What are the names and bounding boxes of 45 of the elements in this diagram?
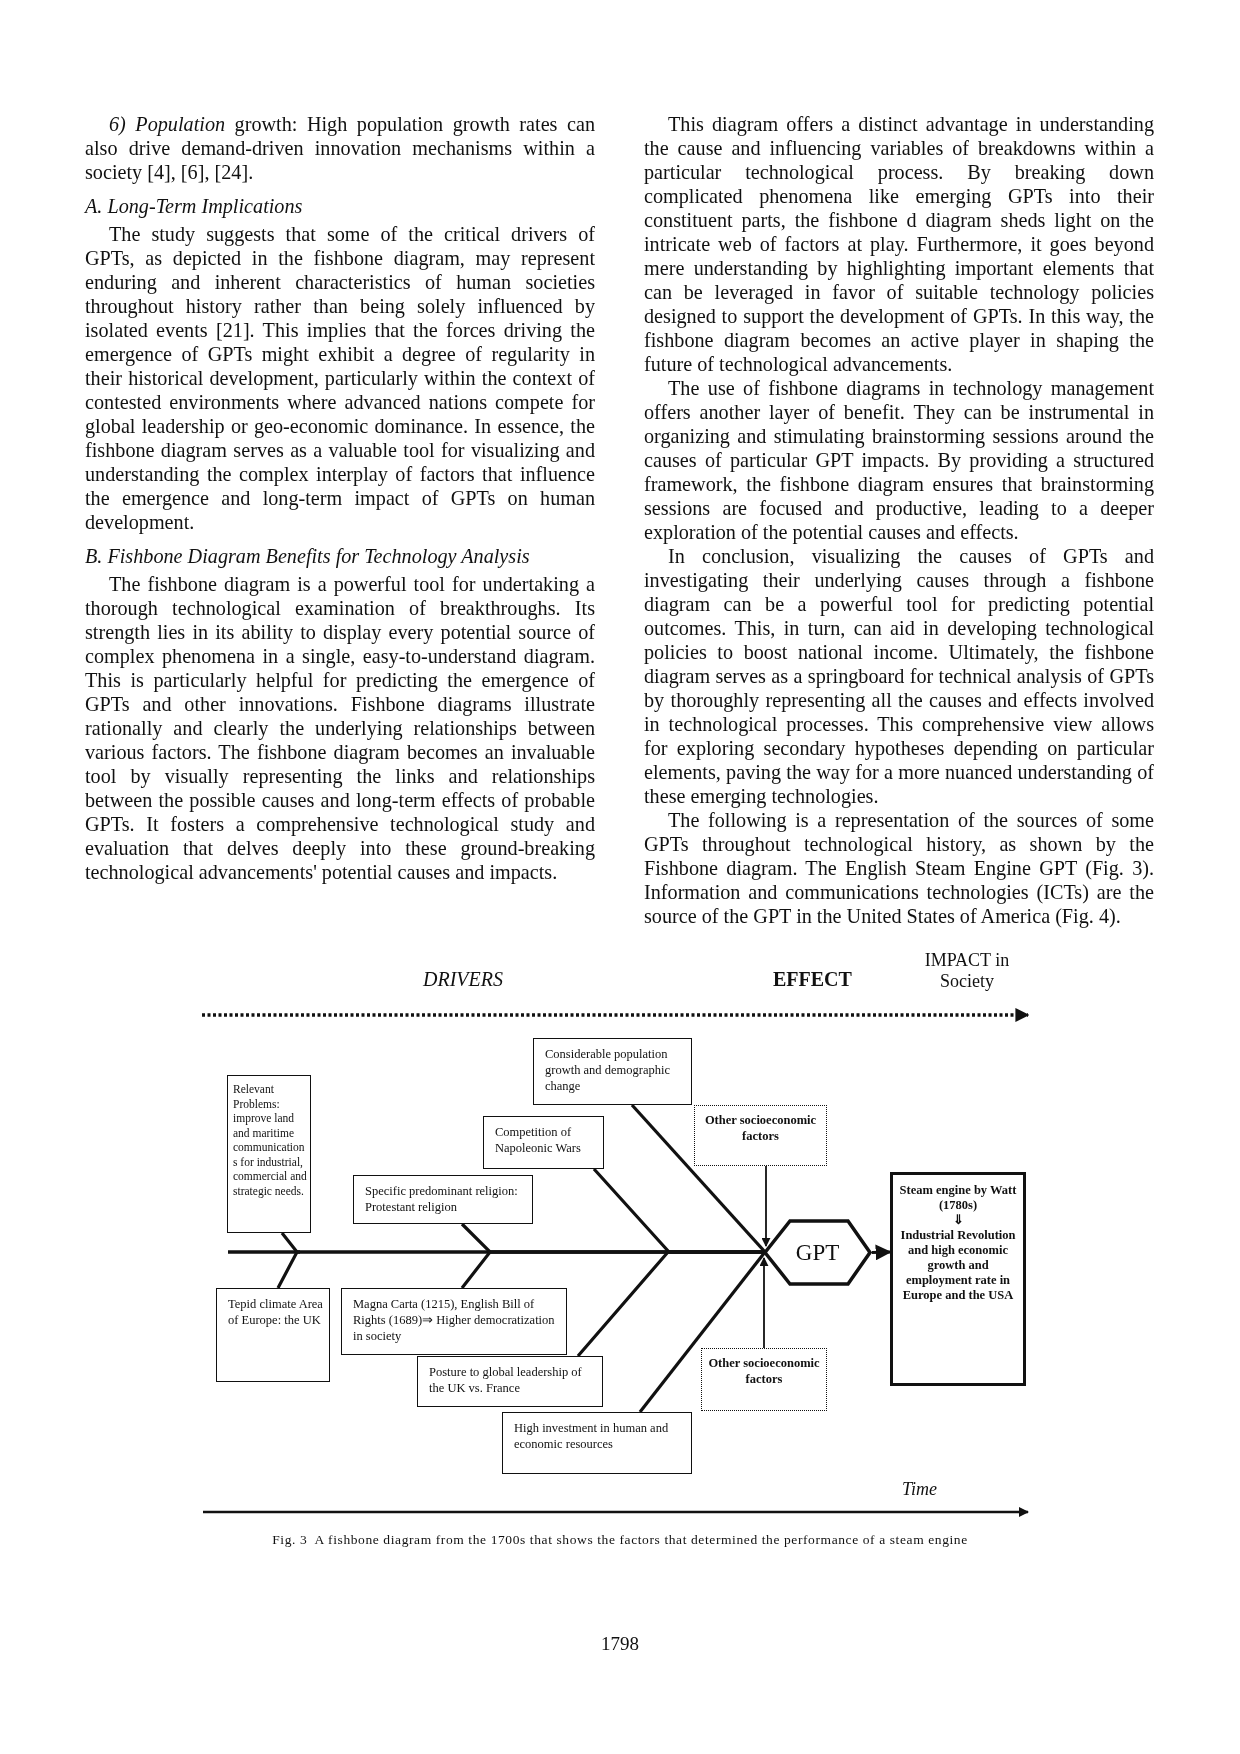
section-heading: B. Fishbone Diagram Benefits for Technology Analysis	[85, 544, 531, 568]
arrow	[871, 1244, 892, 1261]
arrow	[761, 1165, 771, 1247]
cause-box	[353, 1175, 533, 1224]
effect-box	[890, 1172, 1026, 1386]
cause-box	[341, 1288, 567, 1355]
paragraph: The fishbone diagram is a powerful tool for undertaking a thorough technological examination of breakthroughs. Its strength lies in its ability to display every potential source of complex phenomena in a single, easy-to-understand diagram. This is particularly helpful for predicting the emergence of GPTs and other innovations. Fishbone diagrams illustrate rationally and clearly the underlying relationships between various factors. The fishbone diagram becomes an invaluable tool by visually representing the links and relationships between the possible causes and long-term effects of probable GPTs. It fosters a comprehensive technological study and evaluation that delves deeply into these ground-breaking technological advancements' potential causes and impacts.	[85, 572, 595, 884]
section-heading: IMPACT in Society	[923, 950, 1011, 992]
connector-line	[638, 1251, 767, 1413]
node-text: Steam engine by Watt (1780s)	[898, 1183, 1018, 1213]
section-heading: DRIVERS	[423, 968, 504, 991]
cause-box	[417, 1356, 603, 1407]
figure-caption: Fig. 3 A fishbone diagram from the 1700s that shows the factors that determined the performance of a steam engine	[271, 1532, 969, 1548]
node-text: Other socioeconomic factors	[707, 1355, 821, 1387]
node-text: Other socioeconomic factors	[703, 1112, 818, 1144]
node-text: Relevant Problems: improve land and maritime communication s for industrial, commercial and strategic needs.	[233, 1082, 308, 1198]
paragraph: 6) Population growth: High population growth rates can also drive demand-driven innovation mechanisms within a society [4], [6], [24].	[85, 112, 595, 184]
section-heading: A. Long-Term Implications	[85, 194, 304, 218]
factor-box	[701, 1348, 827, 1411]
cause-box	[483, 1116, 604, 1169]
paragraph: The use of fishbone diagrams in technology management offers another layer of benefit. They can be instrumental in organizing and stimulating brainstorming sessions around the causes of particular GPT impacts. By providing a structured framework, the fishbone diagram ensures that brainstorming sessions are focused and productive, leading to a deeper exploration of the potential causes and effects.	[644, 376, 1154, 544]
node-text: High investment in human and economic resources	[514, 1420, 670, 1452]
cause-box	[502, 1412, 692, 1474]
node-text: Posture to global leadership of the UK vs. France	[429, 1364, 583, 1396]
paragraph: The study suggests that some of the critical drivers of GPTs, as depicted in the fishbone diagram, may represent enduring and inherent characteristics of human societies throughout history rather than being solely influenced by isolated events [21]. This implies that the forces driving the emergence of GPTs might exhibit a degree of regularity in their historical development, particularly within the context of contested environments where advanced nations compete for global leadership or geo-economic dominance. In essence, the fishbone diagram serves as a valuable tool for visualizing and understanding the complex interplay of factors that influence the emergence and long-term impact of GPTs on human development.	[85, 222, 595, 534]
paragraph: In conclusion, visualizing the causes of GPTs and investigating their underlying causes through a fishbone diagram can be a powerful tool for predicting potential outcomes. This, in turn, can aid in developing technological policies to boost national income. Ultimately, the fishbone diagram serves as a springboard for technical analysis of GPTs by thoroughly representing all the causes and effects involved in technological processes. This comprehensive view allows for exploring secondary hypotheses depending on particular elements, paving the way for a more nuanced understanding of these emerging technologies.	[644, 544, 1154, 808]
node-text: ⇓	[951, 1213, 965, 1228]
node-text: Industrial Revolution and high economic growth and employment rate in Europe and the USA	[899, 1228, 1017, 1303]
node-text: Specific predominant religion: Protestant religion	[365, 1183, 519, 1215]
cause-box	[216, 1288, 330, 1382]
factor-box	[694, 1105, 827, 1166]
arrow	[759, 1257, 769, 1349]
hexagon-node	[763, 1219, 872, 1286]
section-heading: EFFECT	[773, 968, 853, 991]
node-text: Competition of Napoleonic Wars	[495, 1124, 582, 1156]
page-number: 1798	[600, 1633, 640, 1655]
paragraph: The following is a representation of the sources of some GPTs throughout technological history, as shown by the Fishbone diagram. The English Steam Engine GPT (Fig. 3). Information and communications technologies (ICTs) are the source of the GPT in the United States of America (Fig. 4).	[644, 808, 1154, 928]
node-text: GPT	[795, 1244, 840, 1261]
cause-box	[227, 1075, 311, 1233]
axis-label: Time	[902, 1479, 938, 1500]
node-text: Magna Carta (1215), English Bill of Rights (1689)⇒ Higher democratization in society	[353, 1296, 556, 1344]
node-text: Tepid climate Area of Europe: the UK	[228, 1296, 324, 1328]
node-text: Considerable population growth and demographic change	[545, 1046, 671, 1094]
cause-box	[533, 1038, 692, 1105]
paragraph: This diagram offers a distinct advantage in understanding the cause and influencing variables of breakdowns within a particular technological process. By breaking down complicated phenomena like emerging GPTs into their constituent parts, the fishbone d diagram sheds light on the intricate web of factors at play. Furthermore, it goes beyond mere understanding by highlighting important elements that can be leveraged in favor of suitable technology policies designed to support the development of GPTs. In this way, the fishbone diagram becomes an active player in shaping the future of technological advancements.	[644, 112, 1154, 376]
